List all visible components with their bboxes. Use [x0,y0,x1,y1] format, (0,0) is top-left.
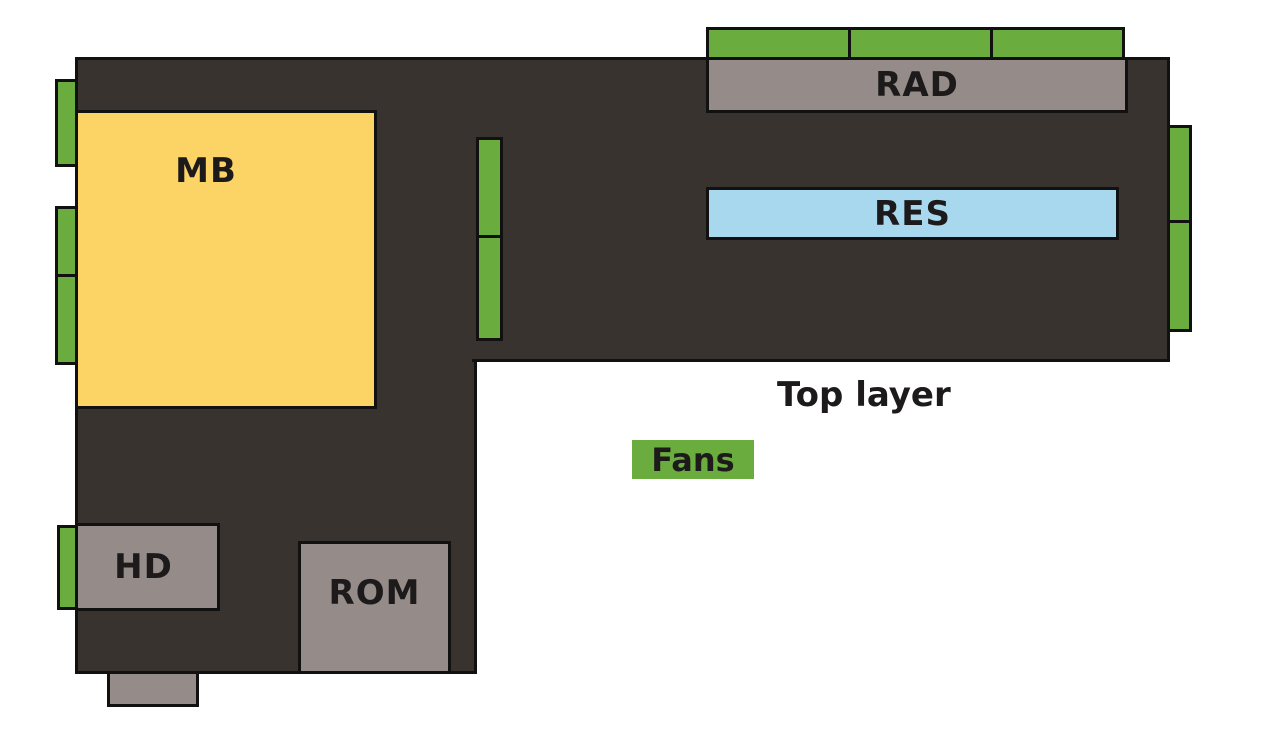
fan-top-3 [990,27,1125,60]
hard-drive-label: HD [114,547,173,587]
legend-fans: Fans [632,440,754,479]
optical-drive-label: ROM [328,572,421,613]
fan-top-2 [848,27,993,60]
fan-center-top [476,137,503,238]
fan-right-top [1167,125,1192,223]
fan-center-bottom [476,235,503,341]
fan-top-1 [706,27,851,60]
case-bottom-tab [107,671,199,707]
fan-right-bottom [1167,220,1192,332]
reservoir: RES [706,187,1119,240]
hard-drive: HD [75,523,220,611]
motherboard: MB [75,110,377,409]
radiator-label: RAD [875,65,959,105]
reservoir-label: RES [874,193,951,234]
optical-drive: ROM [298,541,451,674]
radiator: RAD [706,57,1128,113]
motherboard-label: MB [175,151,237,191]
legend-fans-label: Fans [651,440,735,479]
diagram-caption: Top layer [777,375,951,415]
